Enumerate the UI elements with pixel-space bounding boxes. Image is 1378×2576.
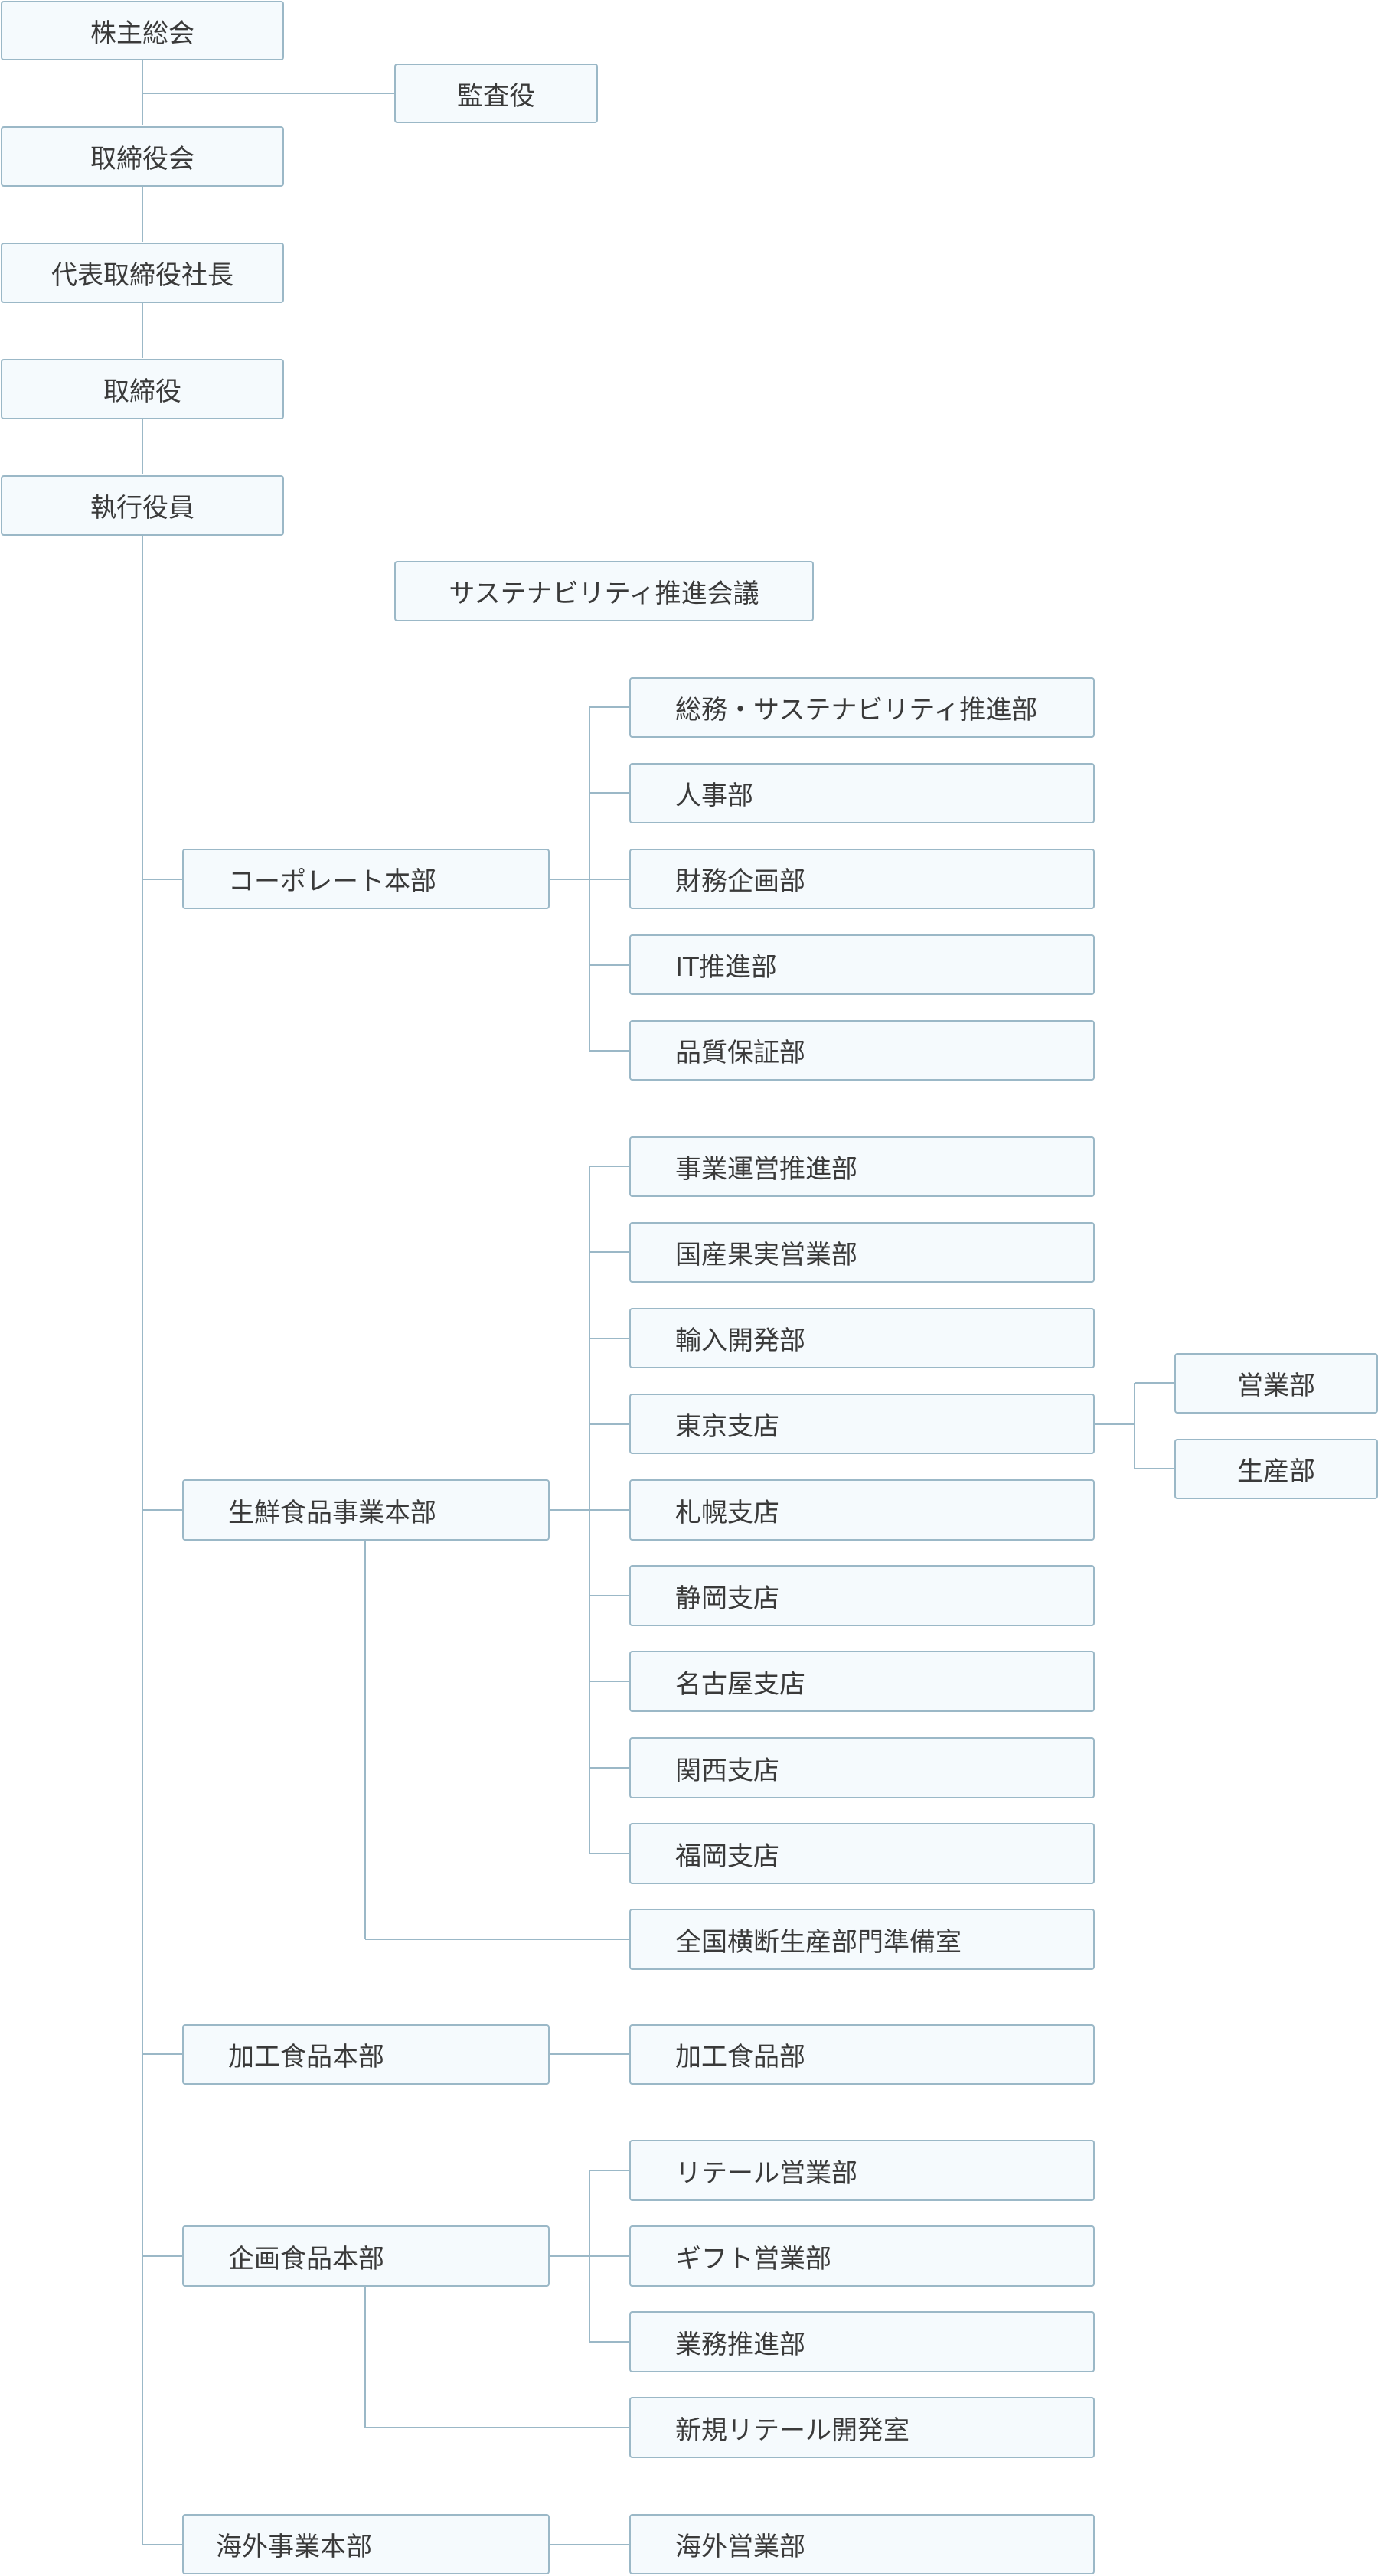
dept-national-production-prep-office: 全国横断生産部門準備室 <box>629 1909 1095 1970</box>
dept-business-promotion: 業務推進部 <box>629 2311 1095 2372</box>
division-corporate: コーポレート本部 <box>182 849 550 909</box>
dept-domestic-fruit-sales: 国産果実営業部 <box>629 1222 1095 1283</box>
tokyo-production-section: 生産部 <box>1174 1439 1378 1499</box>
node-president: 代表取締役社長 <box>1 243 284 303</box>
division-fresh-food: 生鮮食品事業本部 <box>182 1479 550 1541</box>
dept-it-promotion: IT推進部 <box>629 934 1095 995</box>
node-auditors: 監査役 <box>394 64 598 123</box>
dept-gift-sales: ギフト営業部 <box>629 2225 1095 2287</box>
node-executive-officers: 執行役員 <box>1 475 284 536</box>
dept-retail-sales: リテール営業部 <box>629 2140 1095 2201</box>
dept-processed-food: 加工食品部 <box>629 2024 1095 2085</box>
dept-quality-assurance: 品質保証部 <box>629 1020 1095 1081</box>
tokyo-sales-section: 営業部 <box>1174 1353 1378 1414</box>
node-shareholders-meeting: 株主総会 <box>1 1 284 60</box>
node-sustainability-council: サステナビリティ推進会議 <box>394 561 814 621</box>
dept-shizuoka-branch: 静岡支店 <box>629 1565 1095 1626</box>
division-planned-food: 企画食品本部 <box>182 2225 550 2287</box>
dept-sapporo-branch: 札幌支店 <box>629 1479 1095 1541</box>
division-processed-food: 加工食品本部 <box>182 2024 550 2085</box>
dept-human-resources: 人事部 <box>629 763 1095 823</box>
node-directors: 取締役 <box>1 359 284 419</box>
dept-business-operations: 事業運営推進部 <box>629 1136 1095 1197</box>
dept-new-retail-development-office: 新規リテール開発室 <box>629 2397 1095 2458</box>
dept-overseas-sales: 海外営業部 <box>629 2514 1095 2574</box>
dept-import-development: 輸入開発部 <box>629 1308 1095 1368</box>
node-board-of-directors: 取締役会 <box>1 126 284 187</box>
dept-nagoya-branch: 名古屋支店 <box>629 1651 1095 1712</box>
dept-general-affairs-sustainability: 総務・サステナビリティ推進部 <box>629 677 1095 738</box>
dept-fukuoka-branch: 福岡支店 <box>629 1823 1095 1884</box>
dept-kansai-branch: 関西支店 <box>629 1737 1095 1798</box>
dept-finance-planning: 財務企画部 <box>629 849 1095 909</box>
dept-tokyo-branch: 東京支店 <box>629 1394 1095 1454</box>
division-overseas: 海外事業本部 <box>182 2514 550 2574</box>
